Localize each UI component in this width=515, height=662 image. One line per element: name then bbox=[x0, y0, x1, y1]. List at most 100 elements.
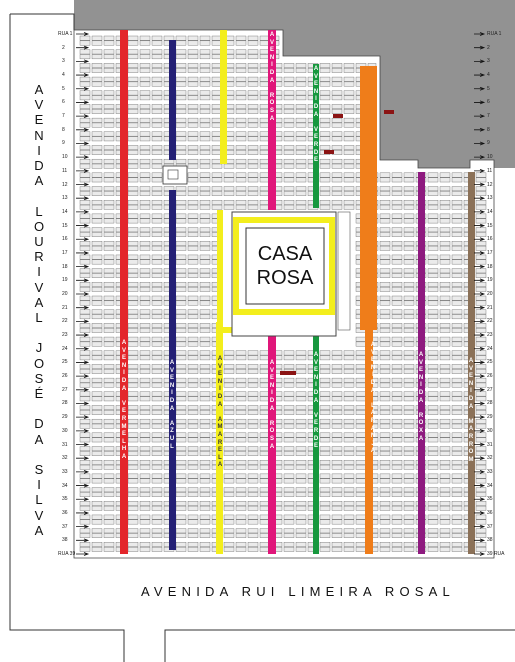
grave-plot bbox=[451, 478, 463, 484]
grave-plot bbox=[295, 446, 307, 452]
grave-plot bbox=[343, 158, 355, 164]
grave-plot bbox=[187, 377, 199, 383]
avenue-label-letter: D bbox=[370, 379, 376, 386]
grave-plot bbox=[247, 95, 259, 101]
grave-plot bbox=[103, 487, 115, 493]
grave-plot bbox=[127, 314, 139, 320]
grave-plot bbox=[235, 382, 247, 388]
grave-plot bbox=[391, 364, 403, 369]
grave-plot bbox=[175, 432, 187, 438]
grave-plot bbox=[151, 286, 163, 292]
grave-plot bbox=[427, 492, 439, 497]
grave-plot bbox=[91, 369, 103, 374]
grave-plot bbox=[343, 464, 355, 470]
avenue-label-letter: V bbox=[121, 347, 126, 354]
grave-plot bbox=[391, 478, 403, 484]
grave-plot bbox=[127, 63, 139, 68]
avenue-label-letter: V bbox=[313, 359, 318, 366]
street-label-right: 11 bbox=[487, 167, 493, 174]
grave-plot bbox=[103, 533, 115, 538]
grave-plot bbox=[355, 391, 367, 397]
grave-plot bbox=[319, 382, 331, 388]
grave-plot bbox=[187, 76, 199, 82]
grave-plot bbox=[283, 68, 295, 73]
grave-plot bbox=[475, 423, 487, 429]
grave-plot bbox=[427, 323, 439, 328]
avenue-label-letter: O bbox=[468, 449, 474, 456]
grave-plot bbox=[391, 418, 403, 424]
street-arrow-left bbox=[76, 168, 90, 173]
grave-plot bbox=[295, 492, 307, 497]
grave-plot bbox=[403, 295, 415, 301]
grave-plot bbox=[151, 519, 163, 525]
grave-plot bbox=[199, 487, 211, 493]
grave-plot bbox=[187, 364, 199, 369]
grave-plot bbox=[223, 172, 235, 178]
west-avenue-letter: L bbox=[35, 203, 43, 219]
avenue-label-letter: A bbox=[418, 435, 424, 442]
grave-plot bbox=[355, 492, 367, 497]
grave-plot bbox=[379, 492, 391, 497]
grave-plot bbox=[343, 68, 355, 73]
grave-plot bbox=[439, 323, 451, 328]
grave-plot bbox=[403, 286, 415, 292]
grave-plot bbox=[127, 418, 139, 424]
grave-plot bbox=[79, 314, 91, 320]
street-label-left: 27 bbox=[62, 386, 68, 393]
grave-plot bbox=[151, 396, 163, 402]
grave-plot bbox=[223, 200, 235, 205]
grave-plot bbox=[247, 514, 259, 520]
grave-plot bbox=[403, 437, 415, 443]
grave-plot bbox=[103, 150, 115, 155]
grave-plot bbox=[187, 446, 199, 452]
street-arrow-left bbox=[76, 538, 90, 543]
street-label-left: 31 bbox=[62, 441, 68, 448]
grave-plot bbox=[187, 418, 199, 424]
grave-plot bbox=[343, 418, 355, 424]
grave-plot bbox=[439, 533, 451, 538]
grave-plot bbox=[475, 309, 487, 315]
grave-plot bbox=[331, 377, 343, 383]
grave-plot bbox=[427, 446, 439, 452]
grave-plot bbox=[475, 364, 487, 369]
grave-plot bbox=[223, 546, 235, 552]
avenue-label-letter: A bbox=[370, 425, 376, 432]
grave-plot bbox=[127, 158, 139, 164]
grave-plot bbox=[283, 464, 295, 470]
chapel-small bbox=[162, 165, 188, 185]
grave-plot bbox=[103, 163, 115, 169]
grave-plot bbox=[235, 464, 247, 470]
grave-plot bbox=[79, 300, 91, 306]
grave-plot bbox=[439, 405, 451, 410]
avenue-label-letter: E bbox=[370, 357, 375, 364]
street-arrow-right bbox=[474, 387, 486, 392]
grave-plot bbox=[331, 63, 343, 68]
avenue-label-letter: N bbox=[269, 54, 275, 61]
grave-plot bbox=[199, 437, 211, 443]
grave-plot bbox=[103, 68, 115, 73]
grave-plot bbox=[403, 519, 415, 525]
grave-plot bbox=[391, 396, 403, 402]
grave-plot bbox=[139, 104, 151, 109]
grave-plot bbox=[403, 478, 415, 484]
grave-plot bbox=[391, 528, 403, 534]
grave-plot bbox=[439, 259, 451, 265]
grave-plot bbox=[331, 487, 343, 493]
west-avenue-letter: D bbox=[34, 158, 44, 174]
grave-plot bbox=[403, 218, 415, 224]
casa-rosa-label-line1: CASA bbox=[257, 243, 313, 265]
street-label-left: 34 bbox=[62, 482, 68, 489]
grave-plot bbox=[199, 191, 211, 196]
grave-plot bbox=[391, 505, 403, 511]
grave-plot bbox=[127, 328, 139, 333]
grave-plot bbox=[103, 341, 115, 347]
grave-plot bbox=[151, 90, 163, 96]
grave-plot bbox=[127, 76, 139, 82]
grave-plot bbox=[199, 341, 211, 347]
grave-plot bbox=[235, 191, 247, 196]
grave-plot bbox=[211, 163, 223, 169]
grave-plot bbox=[427, 350, 439, 356]
grave-plot bbox=[151, 232, 163, 237]
grave-plot bbox=[331, 122, 343, 128]
grave-plot bbox=[439, 460, 451, 465]
